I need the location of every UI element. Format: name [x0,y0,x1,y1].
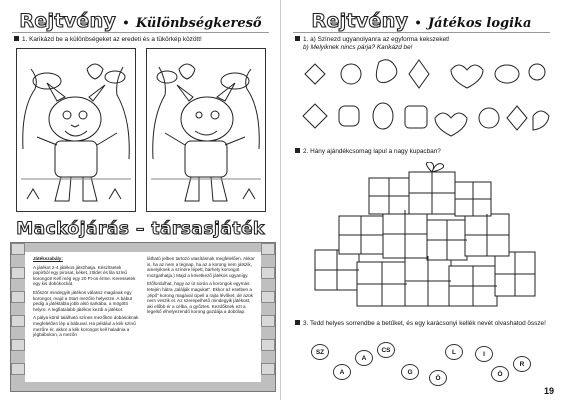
blob-cookie [375,59,398,84]
board-cell [11,291,25,303]
right-task-3: 3. Tedd helyes sorrendbe a betűket, és e… [295,320,555,328]
right-task-1: 1. a) Színezd ugyanolyanra az egyforma k… [295,36,450,51]
letter-bubble: SZ [311,344,329,360]
board-cell [11,339,25,351]
right-page: Rejtvény • Játékos logika 1. a) Színezd … [281,0,562,400]
rules-paragraph: látható jelben tartozó utasításnak megfe… [147,256,255,278]
rules-column-right: látható jelben tartozó utasításnak megfe… [147,256,255,318]
board-cell [11,315,25,327]
round-cookie [478,107,500,129]
rules-column-left: Játékszabály: A játékot 2-4 játékos játs… [33,256,139,341]
heart-cookie [434,112,468,137]
rules-paragraph: A játékot 2-4 játékos játszhatja. Készít… [33,264,136,287]
right-subtitle: Játékos logika [428,16,532,31]
letter-bubble: A [355,350,373,366]
right-header: Rejtvény • Játékos logika [311,9,532,32]
left-title: Rejtvény [19,9,117,32]
page-divider [280,0,281,400]
rules-paragraph: Először mindegyik játékos válassz magána… [33,289,133,312]
board-cell [261,363,275,375]
mirror-image-panel [146,48,266,212]
wolf-cartoon-original [21,63,131,202]
diamond-cookie [304,63,326,85]
board-cell [11,363,25,375]
board-cell [261,267,275,279]
letter-bubble: Ö [491,366,509,382]
letter-bubble: L [445,344,463,360]
heart-cookie [450,64,484,89]
diamond-cookie [302,103,328,129]
board-cell [11,243,25,255]
task-bullet-icon [14,36,19,41]
letter-bubble: R [513,356,531,372]
square-cookie [404,105,428,129]
board-cell [11,267,25,279]
gift-pile-illustration [314,162,536,307]
board-game: Játékszabály: A játékot 2-4 játékos játs… [10,242,276,392]
square-cookie [338,105,360,127]
rules-box: Játékszabály: A játékot 2-4 játékos játs… [25,252,261,382]
round-cookie [528,63,546,81]
letter-bubble: I [475,346,493,362]
task-bullet-icon [295,320,300,325]
wolf-cartoon-mirror [151,63,261,202]
rules-paragraph: Előfordulhat, hogy az út során a korongo… [147,281,253,315]
right-title: Rejtvény [311,9,409,32]
board-cell [261,315,275,327]
diamond-cookie [506,105,528,131]
letter-bubble: G [401,364,419,380]
left-header: Rejtvény • Különbségkereső [19,9,262,32]
letter-bubble: A [333,364,351,380]
rules-paragraph: A pálya körül található színes mezőkön d… [33,315,139,338]
round-cookie [340,63,362,85]
task-bullet-icon [295,36,300,41]
rules-heading: Játékszabály: [33,256,63,261]
oval-cookie [494,64,520,84]
page-number: 19 [543,386,554,396]
blob-cookie [532,110,550,131]
task-bullet-icon [295,148,300,153]
right-task-2: 2. Hány ajándékcsomag lapul a nagy kupac… [295,148,441,156]
left-page: Rejtvény • Különbségkereső 1. Karikázd b… [10,9,276,392]
diamond-cookie [408,59,430,89]
board-game-title: Mackójárás – társasjáték [16,218,265,239]
board-cell [261,291,275,303]
board-cell [261,243,275,255]
cookies-illustration [302,59,550,137]
original-image-panel [16,48,136,212]
oval-cookie [372,102,394,130]
left-subtitle: Különbségkereső [135,16,262,31]
left-task-1: 1. Karikázd be a különbségeket az eredet… [14,36,202,44]
board-cell [261,339,275,351]
letter-bubble: Ö [429,370,447,386]
letter-bubble: CS [377,342,395,358]
